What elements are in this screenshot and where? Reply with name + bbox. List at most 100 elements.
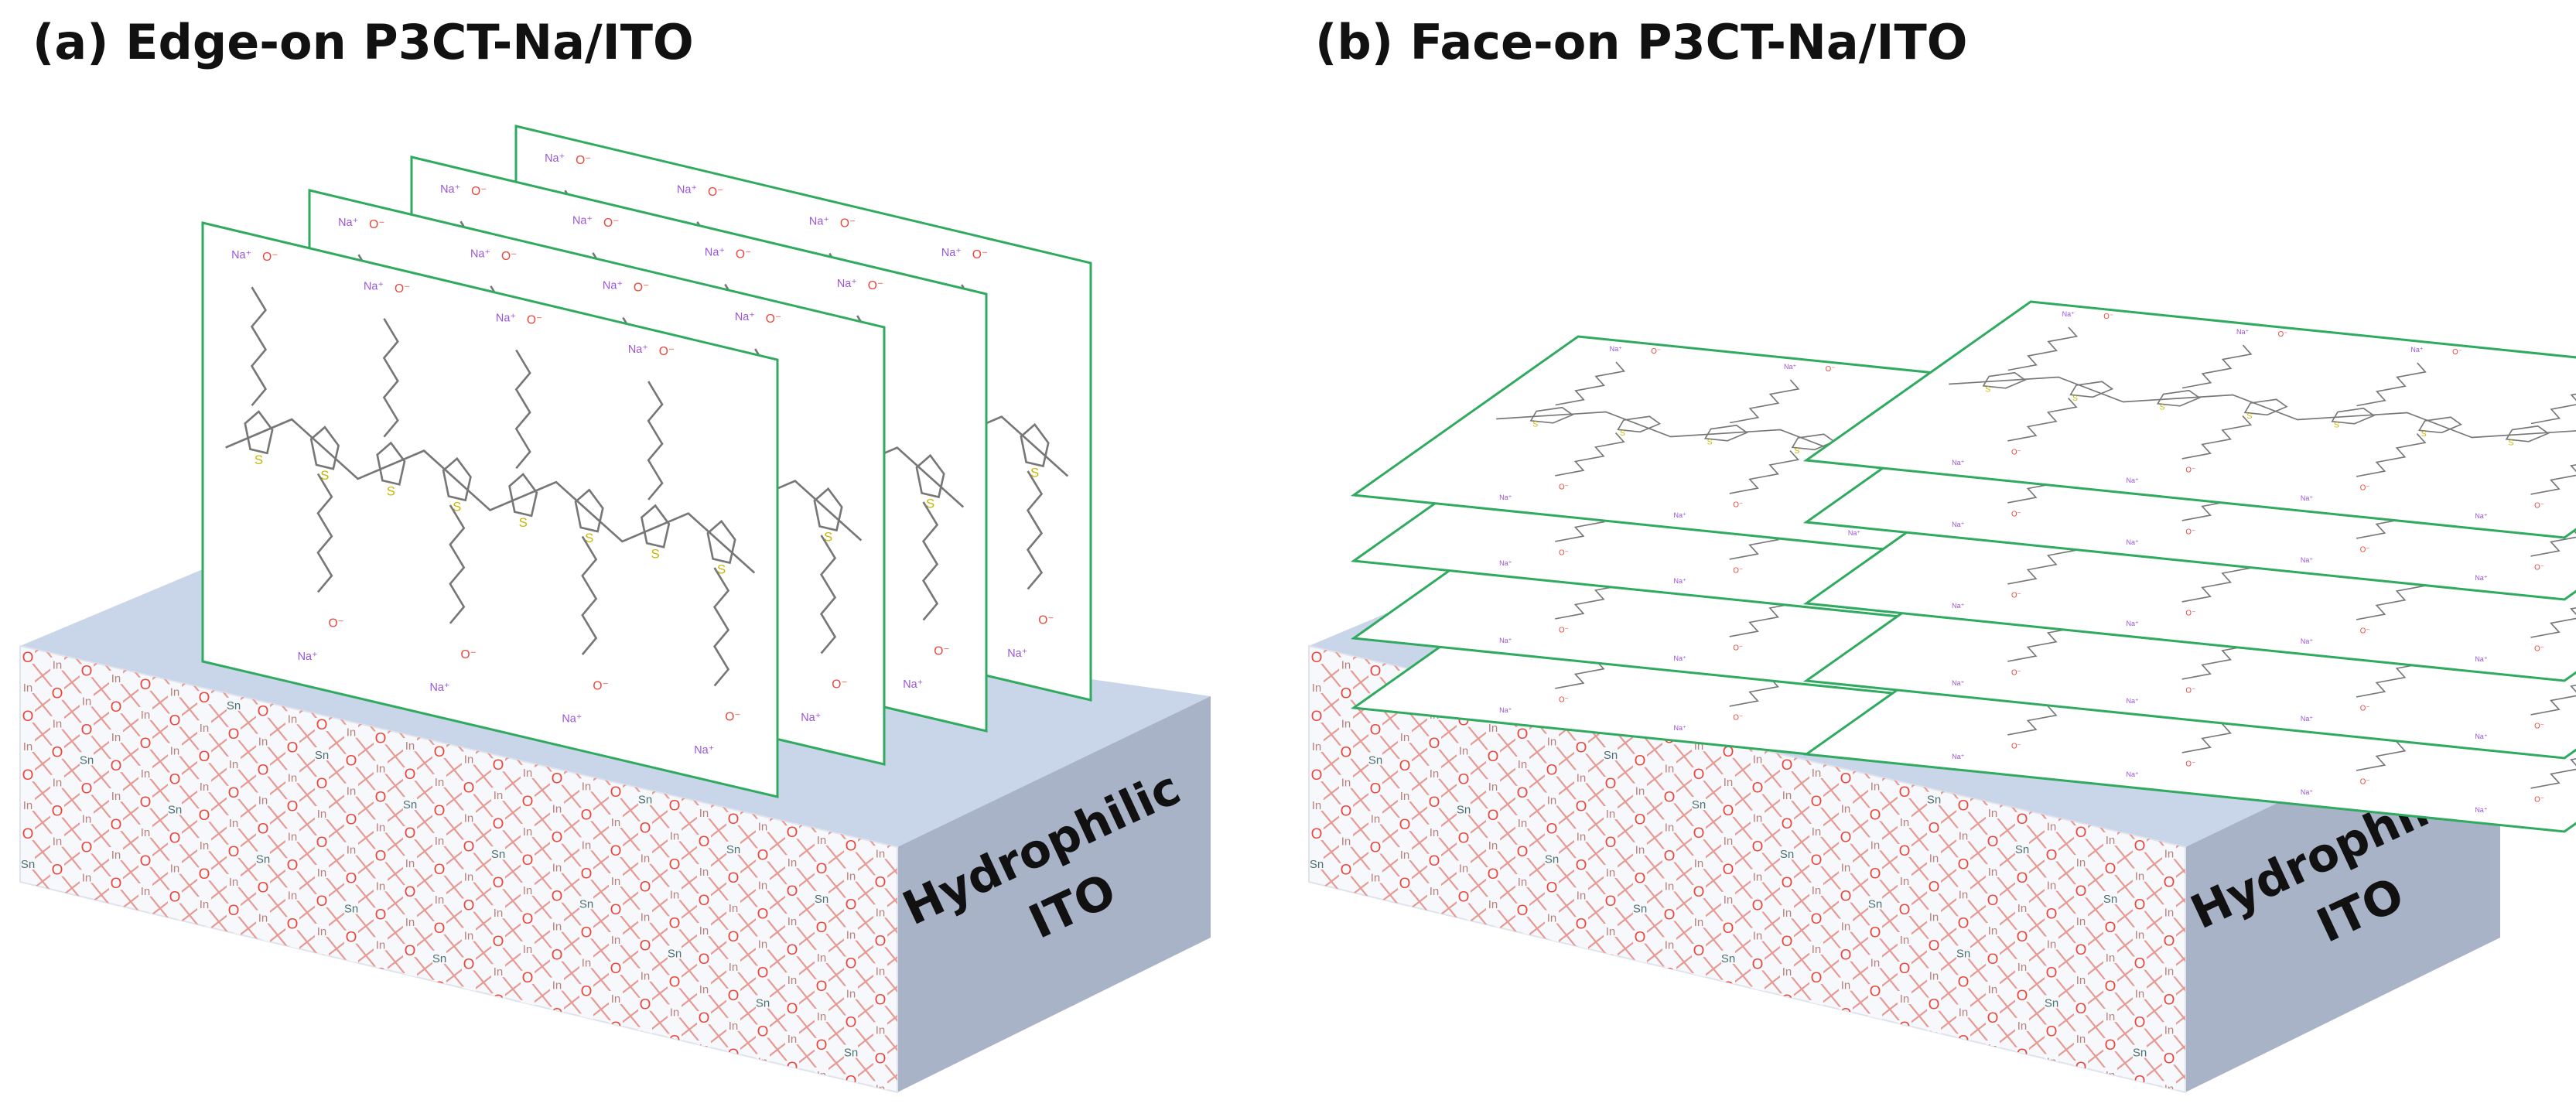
lattice-atom-label: In bbox=[376, 938, 386, 952]
atom-backdrop bbox=[815, 979, 828, 993]
lattice-atom-label: In bbox=[347, 844, 357, 857]
sodium-ion-label: Na⁺ bbox=[941, 247, 962, 259]
lattice-atom-label: In bbox=[846, 870, 856, 883]
atom-backdrop bbox=[550, 889, 564, 903]
alkyl-side-chain bbox=[921, 501, 939, 621]
lattice-atom-label: In bbox=[2106, 952, 2116, 965]
lattice-atom-label: O bbox=[493, 816, 504, 832]
carboxylate-label: O⁻ bbox=[471, 185, 487, 198]
atom-backdrop bbox=[138, 736, 152, 750]
lattice-atom-label: In bbox=[1312, 623, 1322, 636]
lattice-bond bbox=[174, 932, 205, 957]
atom-backdrop bbox=[315, 924, 329, 937]
atom-backdrop bbox=[785, 1090, 799, 1092]
lattice-atom-label: In bbox=[1724, 1011, 1734, 1024]
atom-backdrop bbox=[873, 963, 887, 977]
lattice-atom-label: O bbox=[1693, 943, 1705, 959]
lattice-atom-label: Sn bbox=[579, 897, 593, 911]
lattice-atom-label: O bbox=[846, 897, 857, 914]
lattice-atom-label: O bbox=[81, 722, 93, 738]
lattice-atom-label: Sn bbox=[491, 848, 505, 861]
atom-backdrop bbox=[756, 907, 770, 921]
lattice-atom-label: In bbox=[376, 997, 386, 1010]
lattice-atom-label: O bbox=[904, 1087, 916, 1103]
atom-backdrop bbox=[138, 824, 152, 838]
lattice-atom-label: O bbox=[1458, 948, 1470, 965]
lattice-atom-label: O bbox=[1987, 1010, 1999, 1027]
atom-backdrop bbox=[109, 876, 123, 890]
lattice-atom-label: In bbox=[1900, 875, 1910, 888]
lattice-atom-label: In bbox=[1371, 812, 1381, 825]
lattice-atom-label: O bbox=[2075, 825, 2087, 841]
atom-backdrop bbox=[1339, 686, 1353, 700]
lattice-atom-label: O bbox=[405, 767, 416, 783]
atom-backdrop bbox=[80, 928, 94, 942]
atom-backdrop bbox=[21, 621, 35, 634]
atom-backdrop bbox=[491, 788, 505, 801]
lattice-atom-label: Sn bbox=[2133, 1047, 2147, 1060]
lattice-atom-label: Sn bbox=[21, 858, 35, 871]
lattice-atom-label: O bbox=[1664, 907, 1676, 923]
thiophene-ring bbox=[915, 453, 945, 499]
lattice-atom-label: In bbox=[1900, 993, 1910, 1006]
lattice-atom-label: In bbox=[699, 983, 709, 996]
atom-backdrop bbox=[638, 791, 652, 805]
atom-backdrop bbox=[109, 847, 123, 861]
lattice-atom-label: O bbox=[1605, 893, 1617, 910]
sulfur-atom-label: S bbox=[1794, 446, 1799, 456]
lattice-atom-label: In bbox=[1635, 844, 1645, 857]
lattice-atom-label: In bbox=[1577, 830, 1587, 843]
lattice-atom-label: O bbox=[552, 830, 563, 846]
carboxylate-label: O⁻ bbox=[2360, 705, 2370, 713]
lattice-atom-label: O bbox=[787, 1001, 798, 1017]
sodium-ion-label: Na⁺ bbox=[2475, 806, 2488, 814]
lattice-atom-label: In bbox=[288, 830, 298, 843]
sulfur-atom-label: S bbox=[1532, 419, 1538, 429]
lattice-atom-label: In bbox=[53, 659, 63, 672]
atom-backdrop bbox=[1398, 906, 1412, 920]
sodium-ion-label: Na⁺ bbox=[1674, 511, 1687, 519]
carboxylate-label: O⁻ bbox=[576, 154, 591, 167]
atom-backdrop bbox=[138, 794, 152, 808]
carboxylate-label: O⁻ bbox=[832, 678, 847, 692]
lattice-atom-label: O bbox=[1723, 921, 1734, 937]
lattice-atom-label: O bbox=[22, 709, 34, 725]
atom-backdrop bbox=[315, 835, 329, 849]
atom-backdrop bbox=[374, 878, 388, 892]
lattice-bond bbox=[674, 1047, 705, 1071]
atom-backdrop bbox=[726, 900, 740, 914]
lattice-atom-label: O bbox=[1987, 834, 1999, 850]
lattice-atom-label: In bbox=[1871, 780, 1881, 793]
atom-backdrop bbox=[1398, 935, 1412, 949]
carboxylate-label: O⁻ bbox=[1733, 644, 1743, 653]
lattice-atom-label: In bbox=[699, 866, 709, 879]
lattice-atom-label: In bbox=[1488, 898, 1498, 911]
atom-backdrop bbox=[109, 671, 123, 685]
lattice-atom-label: In bbox=[1430, 885, 1440, 898]
lattice-bond bbox=[1580, 952, 1611, 990]
lattice-atom-label: O bbox=[2017, 929, 2028, 945]
atom-backdrop bbox=[1721, 1009, 1735, 1023]
atom-backdrop bbox=[21, 798, 35, 811]
lattice-atom-label: O bbox=[2046, 907, 2058, 923]
lattice-bond bbox=[1933, 1034, 1964, 1071]
atom-backdrop bbox=[315, 894, 329, 907]
atom-backdrop bbox=[432, 862, 446, 876]
lattice-atom-label: O bbox=[434, 862, 446, 878]
atom-backdrop bbox=[726, 841, 740, 855]
lattice-atom-label: In bbox=[1518, 934, 1528, 948]
atom-backdrop bbox=[697, 893, 711, 907]
lattice-atom-label: In bbox=[376, 762, 386, 775]
lattice-atom-label: O bbox=[111, 817, 122, 833]
lattice-atom-label: In bbox=[1988, 807, 1998, 820]
lattice-atom-label: O bbox=[699, 834, 710, 850]
atom-backdrop bbox=[815, 1097, 828, 1107]
lattice-atom-label: Sn bbox=[1310, 858, 1324, 871]
atom-backdrop bbox=[697, 923, 711, 937]
atom-backdrop bbox=[50, 774, 64, 788]
lattice-atom-label: O bbox=[1429, 912, 1440, 928]
lattice-atom-label: In bbox=[552, 862, 562, 875]
thiophene-ring bbox=[442, 456, 472, 502]
lattice-atom-label: Sn bbox=[844, 1047, 858, 1060]
atom-backdrop bbox=[109, 935, 123, 949]
